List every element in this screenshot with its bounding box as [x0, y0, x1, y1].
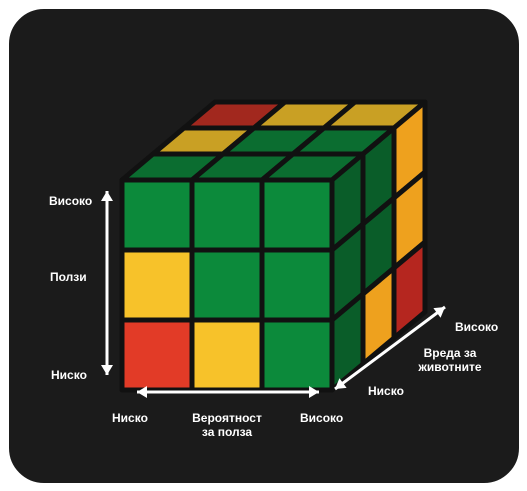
- depth-axis-title-line1: Вреда за: [423, 346, 477, 360]
- cube-front-cell: [259, 247, 335, 323]
- depth-axis-title: Вреда за животните: [402, 346, 498, 374]
- cube: [119, 99, 428, 393]
- vertical-axis-low-label: Ниско: [51, 368, 87, 382]
- depth-axis-arrow: [334, 305, 446, 391]
- rubiks-cube-diagram: [7, 7, 521, 485]
- depth-axis-low-label: Ниско: [368, 384, 404, 398]
- cube-front-cell: [119, 247, 195, 323]
- horizontal-axis-title-line2: за полза: [201, 425, 253, 439]
- depth-axis-title-line2: животните: [418, 360, 482, 374]
- depth-axis-high-label: Високо: [455, 320, 499, 334]
- cube-front-cell: [189, 177, 265, 253]
- vertical-axis-high-label: Високо: [49, 194, 93, 208]
- cube-front-cell: [119, 177, 195, 253]
- diagram-panel: Високо Ползи Ниско Ниско Вероятност за п…: [7, 7, 521, 485]
- cube-side-cell: [391, 239, 428, 341]
- horizontal-axis-arrow: [137, 386, 319, 398]
- cube-front-cell: [119, 317, 195, 393]
- horizontal-axis-high-label: Високо: [300, 411, 344, 425]
- cube-front-cell: [259, 177, 335, 253]
- cube-front-cell: [189, 247, 265, 323]
- vertical-axis-arrow: [101, 191, 113, 375]
- horizontal-axis-title: Вероятност за полза: [182, 411, 272, 439]
- horizontal-axis-low-label: Ниско: [112, 411, 148, 425]
- horizontal-axis-title-line1: Вероятност: [192, 411, 262, 425]
- cube-front-cell: [259, 317, 335, 393]
- vertical-axis-title: Ползи: [50, 270, 87, 284]
- cube-front-cell: [189, 317, 265, 393]
- axis-arrows: [101, 191, 446, 398]
